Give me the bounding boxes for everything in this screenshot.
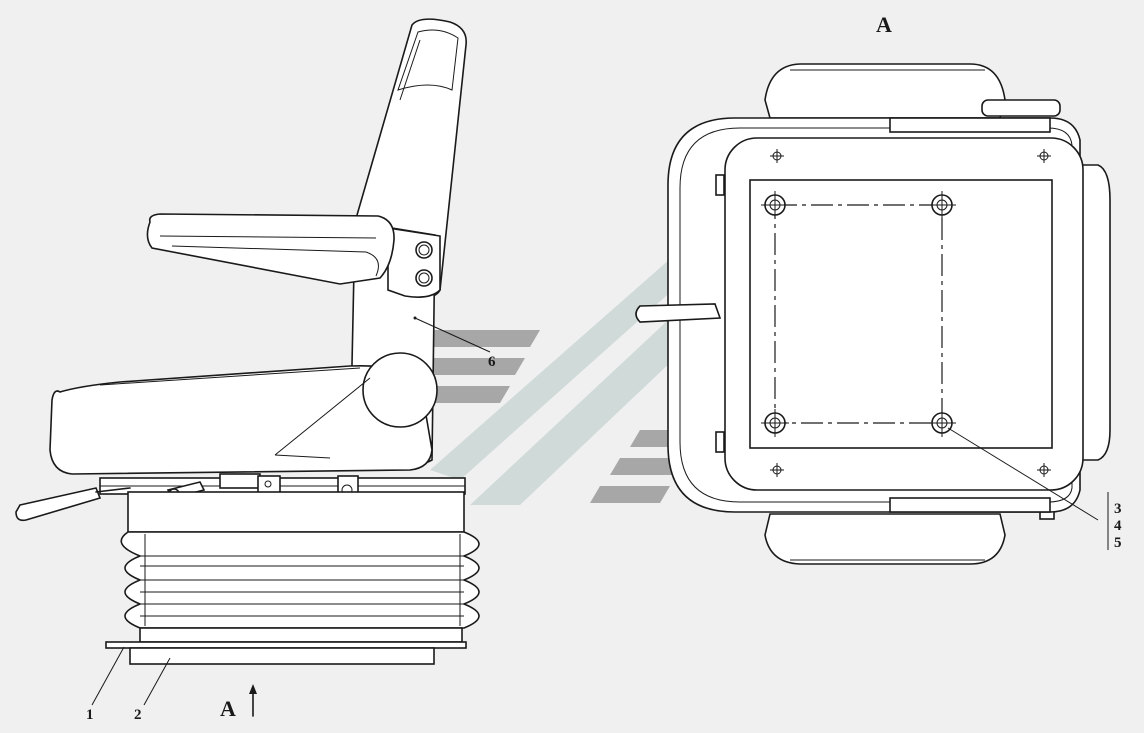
lever-stub (635, 303, 722, 323)
armrest-top-left (764, 63, 1006, 119)
adjust-knob-icon (362, 352, 438, 428)
suspension-top (127, 491, 465, 533)
callout-3: 3 (1114, 501, 1122, 517)
callout-6: 6 (488, 354, 496, 370)
bolt-icon (761, 191, 789, 219)
callout-1: 1 (86, 707, 94, 723)
seat-side-view (15, 18, 491, 717)
hinge-knob-icon (415, 241, 433, 259)
armrest-top-right (764, 513, 1006, 565)
hinge-knob-icon (415, 269, 433, 287)
bolt-icon (928, 191, 956, 219)
adjust-lever-handle (15, 487, 102, 522)
mounting-spacer (129, 647, 435, 665)
bolt-icon (928, 409, 956, 437)
callout-2: 2 (134, 707, 142, 723)
view-label: A (876, 12, 892, 37)
seat-bottom-view (635, 63, 1111, 565)
seat-cushion (49, 364, 433, 475)
suspension-bellows (120, 531, 480, 629)
base-plate (105, 641, 467, 649)
bolt-icon (761, 409, 789, 437)
callout-5: 5 (1114, 535, 1122, 551)
callout-4: 4 (1114, 518, 1122, 534)
view-arrow-label: A (220, 696, 236, 721)
crosshair-icon (770, 149, 1051, 477)
mounting-plate (749, 179, 1053, 449)
